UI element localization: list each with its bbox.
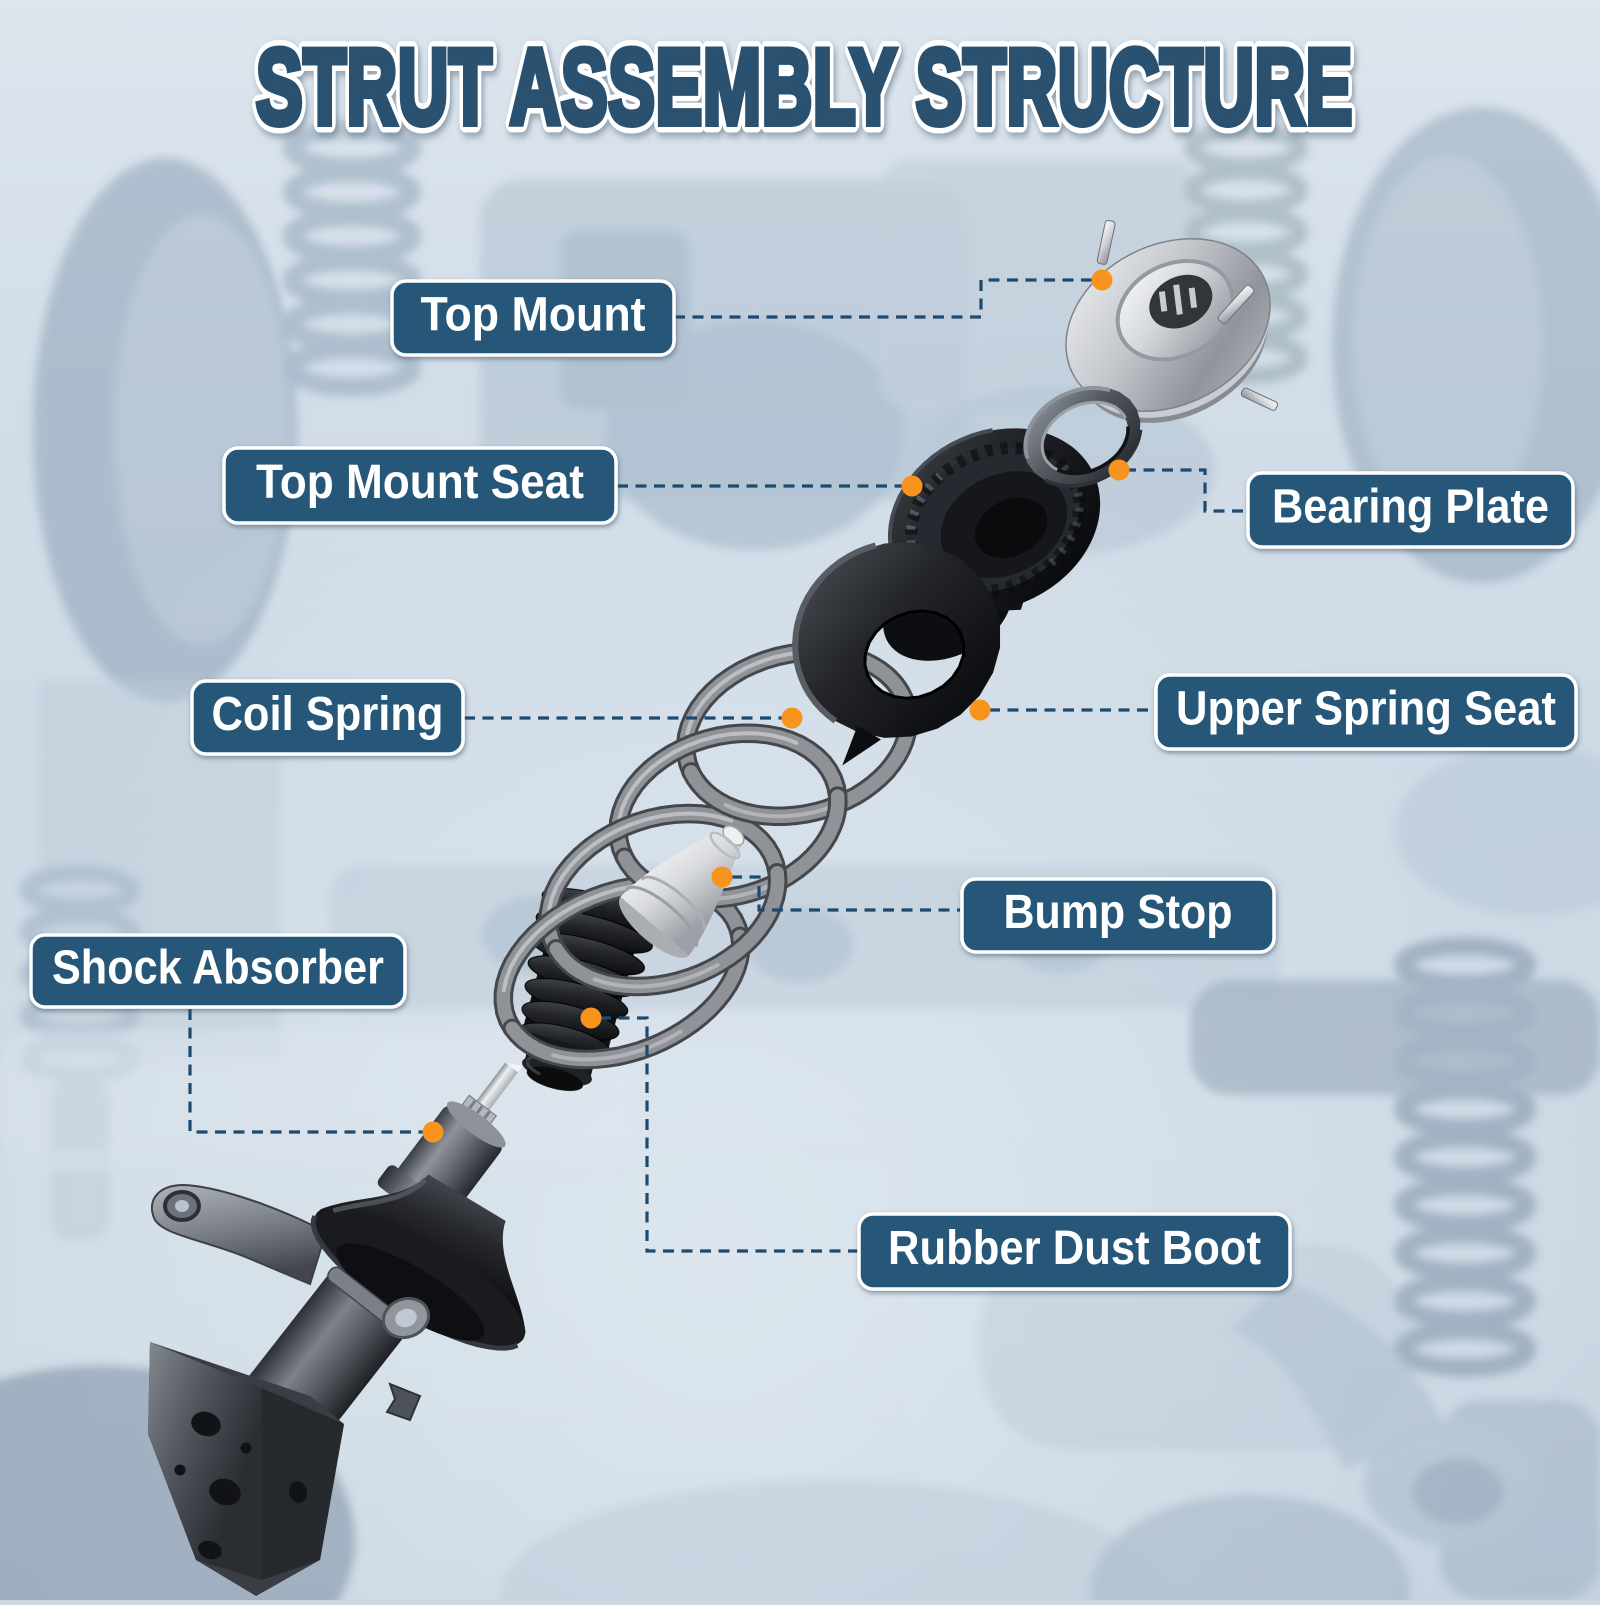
- svg-text:Shock Absorber: Shock Absorber: [52, 942, 384, 995]
- svg-text:Bump Stop: Bump Stop: [1004, 886, 1233, 939]
- svg-text:STRUT ASSEMBLY STRUCTURE: STRUT ASSEMBLY STRUCTURE: [256, 28, 1353, 148]
- svg-text:STRUT ASSEMBLY STRUCTURE: STRUT ASSEMBLY STRUCTURE: [256, 28, 1353, 148]
- svg-text:Bearing Plate: Bearing Plate: [1272, 481, 1549, 534]
- svg-text:Top Mount: Top Mount: [421, 289, 646, 342]
- svg-text:Top Mount Seat: Top Mount Seat: [256, 456, 584, 509]
- svg-text:Upper Spring Seat: Upper Spring Seat: [1176, 683, 1556, 736]
- svg-text:Coil Spring: Coil Spring: [212, 688, 444, 741]
- svg-text:Rubber Dust Boot: Rubber Dust Boot: [888, 1222, 1261, 1275]
